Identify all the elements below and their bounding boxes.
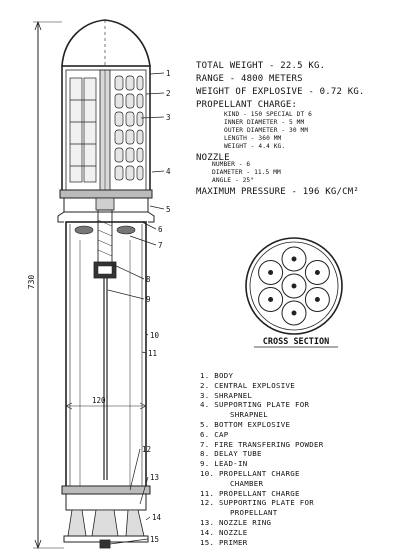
spec-line: WEIGHT - 4.4 KG. <box>224 143 286 150</box>
callout-leader-7 <box>129 235 157 246</box>
legend-item: 8. DELAY TUBE <box>200 449 262 459</box>
spec-line: ANGLE - 25° <box>212 177 255 184</box>
callout-number-1: 1 <box>166 69 171 78</box>
legend-item: 4. SUPPORTING PLATE FOR <box>200 400 310 410</box>
legend-item: 1. BODY <box>200 371 234 380</box>
callout-leader-2 <box>145 92 165 95</box>
grain-bore <box>314 297 320 302</box>
callout-number-8: 8 <box>146 275 151 284</box>
propellant-grain <box>281 300 307 326</box>
spec-line: LENGTH - 360 MM <box>224 135 282 142</box>
grain-bore <box>268 270 274 275</box>
callout-number-13: 13 <box>150 473 159 482</box>
legend-item: 15. PRIMER <box>200 537 248 547</box>
callout-number-7: 7 <box>158 241 163 250</box>
propellant-grain <box>304 260 330 285</box>
grain-bore <box>291 283 297 289</box>
nozzles <box>67 509 145 537</box>
cap <box>95 197 115 211</box>
callout-leader-5 <box>149 205 165 210</box>
callout-number-15: 15 <box>150 535 159 544</box>
callout-leader-10 <box>145 333 149 336</box>
shrapnel-left <box>69 77 97 183</box>
callout-number-4: 4 <box>166 167 171 176</box>
callout-leader-14 <box>145 516 151 521</box>
callout-leader-12 <box>129 448 141 491</box>
spec-line: WEIGHT OF EXPLOSIVE - 0.72 KG. <box>196 87 365 97</box>
legend-item: 6. CAP <box>200 429 229 439</box>
nozzle-ring <box>65 493 147 511</box>
supporting-plate-shrapnel <box>59 189 153 199</box>
callout-number-3: 3 <box>166 113 171 122</box>
callout-number-11: 11 <box>148 349 157 358</box>
callout-leader-13 <box>139 476 149 505</box>
legend-item: 7. FIRE TRANSFERING POWDER <box>200 439 324 449</box>
propellant-grain <box>258 287 284 312</box>
callout-number-9: 9 <box>146 295 151 304</box>
legend-item: 12. SUPPORTING PLATE FOR <box>200 498 314 508</box>
delay-tube <box>97 209 113 267</box>
spec-line: INNER DIAMETER - 5 MM <box>224 119 305 126</box>
legend-item: 9. LEAD-IN <box>200 459 248 469</box>
callout-leader-4 <box>151 170 165 173</box>
callout-number-10: 10 <box>150 331 160 340</box>
legend-item: 13. NOZZLE RING <box>200 518 272 527</box>
shrapnel-right <box>114 75 144 181</box>
spec-line: DIAMETER - 11.5 MM <box>212 169 281 176</box>
spec-line: NOZZLE <box>196 153 230 163</box>
nose-cone <box>61 19 151 67</box>
cross-section-title: CROSS SECTION <box>263 337 330 347</box>
spec-line: NUMBER - 6 <box>212 161 251 168</box>
spec-line: RANGE - 4800 METERS <box>196 74 303 84</box>
spec-line: KIND - 150 SPECIAL DT 6 <box>224 111 312 118</box>
callout-leader-9 <box>107 289 145 300</box>
primer <box>99 539 111 549</box>
propellant-grain <box>281 246 307 272</box>
legend-item: 10. PROPELLANT CHARGE <box>200 469 300 478</box>
callout-leader-1 <box>149 72 165 75</box>
legend-item: CHAMBER <box>230 478 264 488</box>
callout-leader-8 <box>111 263 145 280</box>
callout-number-2: 2 <box>166 89 171 98</box>
grain-bore <box>291 310 297 316</box>
grain-bore <box>268 297 274 302</box>
legend-item: SHRAPNEL <box>230 410 268 420</box>
spec-line: MAXIMUM PRESSURE - 196 KG/CM² <box>196 187 359 197</box>
spec-line: PROPELLANT CHARGE: <box>196 100 298 110</box>
legend-item: 14. NOZZLE <box>200 527 248 537</box>
grain-bore <box>291 256 297 262</box>
callout-leader-11 <box>141 351 147 354</box>
supporting-plate-propellant <box>61 485 151 495</box>
legend-item: 3. SHRAPNEL <box>200 390 253 400</box>
callout-leader-3 <box>140 116 165 119</box>
cross-section-figure <box>245 237 343 335</box>
legend-item: PROPELLANT <box>230 508 278 518</box>
propellant-grain <box>258 260 284 285</box>
callout-number-12: 12 <box>142 445 151 454</box>
legend-item: 5. BOTTOM EXPLOSIVE <box>200 420 291 429</box>
spec-line: TOTAL WEIGHT - 22.5 KG. <box>196 61 326 71</box>
callout-number-14: 14 <box>152 513 162 522</box>
grain-bore <box>314 270 320 275</box>
spec-line: OUTER DIAMETER - 30 MM <box>224 127 309 134</box>
legend-item: 11. PROPELLANT CHARGE <box>200 488 300 498</box>
height-dimension-label: 730 <box>27 275 36 290</box>
callout-leader-15 <box>109 538 149 545</box>
callout-number-5: 5 <box>166 205 171 214</box>
diameter-dimension-label: 120 <box>92 396 106 405</box>
legend-item: 2. CENTRAL EXPLOSIVE <box>200 380 295 390</box>
propellant-grain <box>304 287 330 312</box>
callout-leader-6 <box>141 221 157 230</box>
callout-number-6: 6 <box>158 225 163 234</box>
propellant-grain <box>281 273 307 299</box>
